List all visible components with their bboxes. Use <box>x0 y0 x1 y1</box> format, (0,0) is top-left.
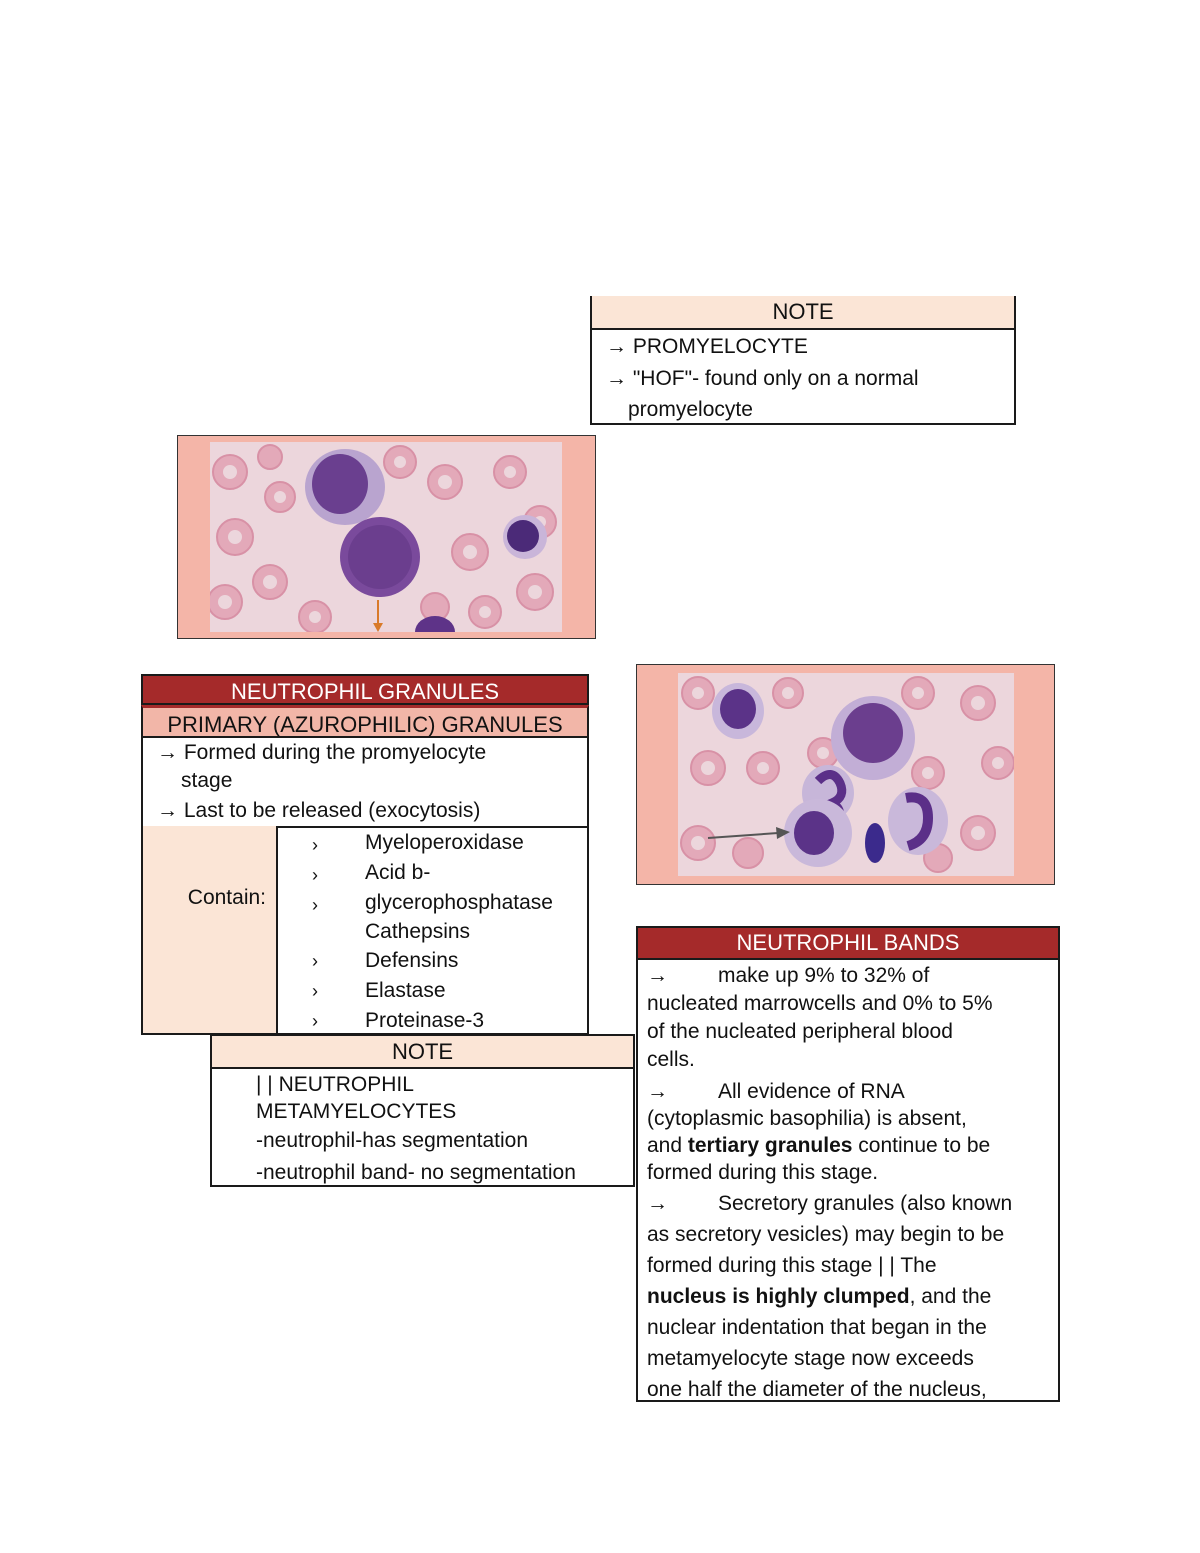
paragraph-line: All evidence of RNA <box>718 1080 905 1103</box>
arrow-marker: → <box>647 1192 668 1215</box>
paragraph-line: one half the diameter of the nucleus, <box>647 1378 987 1401</box>
paragraph-line: make up 9% to 32% of <box>718 964 930 987</box>
list-item: Acid b- <box>365 861 431 884</box>
bands-paragraph: → All evidence of RNA (cytoplasmic basoph… <box>647 1078 1058 1186</box>
paragraph-line: of the nucleated peripheral blood <box>647 1020 953 1043</box>
paragraph-line: (cytoplasmic basophilia) is absent, <box>647 1107 967 1130</box>
bands-title: NEUTROPHIL BANDS <box>638 928 1058 960</box>
list-item: glycerophosphatase <box>365 891 553 914</box>
paragraph-line: Secretory granules (also known <box>718 1192 1013 1215</box>
list-marker: › <box>312 895 318 915</box>
list-marker: › <box>312 981 318 1001</box>
note-title: NOTE <box>592 296 1014 330</box>
paragraph-line: formed during this stage. <box>647 1161 879 1184</box>
paragraph-line: nucleated marrowcells and 0% to 5% <box>647 992 993 1015</box>
neutrophil-granules-table: NEUTROPHIL GRANULES PRIMARY (AZUROPHILIC… <box>141 674 589 1035</box>
micrograph-image <box>678 673 1014 876</box>
note-line: METAMYELOCYTES <box>256 1100 457 1123</box>
granules-bullet: stage <box>181 769 233 792</box>
paragraph-text: , and the <box>909 1285 992 1308</box>
list-item: Elastase <box>365 979 446 1002</box>
granules-bullet: → Formed during the promyelocyte <box>157 741 487 764</box>
list-marker: › <box>312 1011 318 1031</box>
band-micrograph <box>678 673 1014 876</box>
paragraph-line: as secretory vesicles) may begin to be <box>647 1223 1005 1246</box>
paragraph-line: metamyelocyte stage now exceeds <box>647 1347 974 1370</box>
paragraph-bold: tertiary granules <box>687 1134 853 1157</box>
granules-subtitle: PRIMARY (AZUROPHILIC) GRANULES <box>141 705 589 738</box>
arrow-marker: → <box>647 964 668 987</box>
note-metamyelocytes-box: NOTE | | NEUTROPHIL METAMYELOCYTES -neut… <box>210 1034 635 1187</box>
paragraph-line: nuclear indentation that began in the <box>647 1316 987 1339</box>
list-item: Defensins <box>365 949 459 972</box>
contain-label: Contain: <box>187 886 266 909</box>
note-line: | | NEUTROPHIL <box>256 1073 414 1096</box>
contents-list: Myeloperoxidase Acid b- glycerophosphata… <box>365 828 553 1036</box>
paragraph-text: continue to be <box>852 1134 991 1157</box>
paragraph-bold: nucleus is highly clumped <box>647 1285 910 1308</box>
paragraph-line: cells. <box>647 1048 695 1071</box>
neutrophil-bands-box: NEUTROPHIL BANDS → make up 9% to 32% of n… <box>636 926 1060 1402</box>
contain-label-cell: Contain: <box>141 826 276 1035</box>
note-line: -neutrophil band- no segmentation <box>256 1161 576 1184</box>
promyelocyte-micrograph-frame <box>177 435 596 639</box>
list-marker: › <box>312 865 318 885</box>
note-line: -neutrophil-has segmentation <box>256 1129 528 1152</box>
list-item: Proteinase-3 <box>365 1009 485 1032</box>
note-line: → PROMYELOCYTE <box>606 335 808 358</box>
granules-bullet: → Last to be released (exocytosis) <box>157 799 481 822</box>
band-micrograph-frame <box>636 664 1055 885</box>
bands-paragraph: → make up 9% to 32% of nucleated marrowce… <box>647 962 1058 1074</box>
note-promyelocyte-box: NOTE → PROMYELOCYTE → "HOF"- found only … <box>590 296 1016 425</box>
contents-cell: › › › › › › Myeloperoxidase Acid b- glyc… <box>276 826 589 1035</box>
granules-bullets: → Formed during the promyelocyte stage →… <box>141 738 589 826</box>
bands-paragraph: → Secretory granules (also known as secre… <box>647 1188 1058 1405</box>
list-marker: › <box>312 835 318 855</box>
granules-title: NEUTROPHIL GRANULES <box>141 674 589 705</box>
micrograph-image <box>210 442 562 632</box>
list-item: Cathepsins <box>365 920 471 943</box>
list-item: Myeloperoxidase <box>365 831 524 854</box>
note-title: NOTE <box>212 1036 633 1069</box>
promyelocyte-micrograph <box>210 442 562 632</box>
note-line: promyelocyte <box>628 398 753 421</box>
arrow-marker: → <box>647 1080 668 1103</box>
paragraph-text: and <box>647 1134 688 1157</box>
note-line: → "HOF"- found only on a normal <box>606 367 919 390</box>
list-marker: › <box>312 951 318 971</box>
marker-column: › › › › › › <box>312 830 318 1036</box>
paragraph-line: formed during this stage | | The <box>647 1254 937 1277</box>
